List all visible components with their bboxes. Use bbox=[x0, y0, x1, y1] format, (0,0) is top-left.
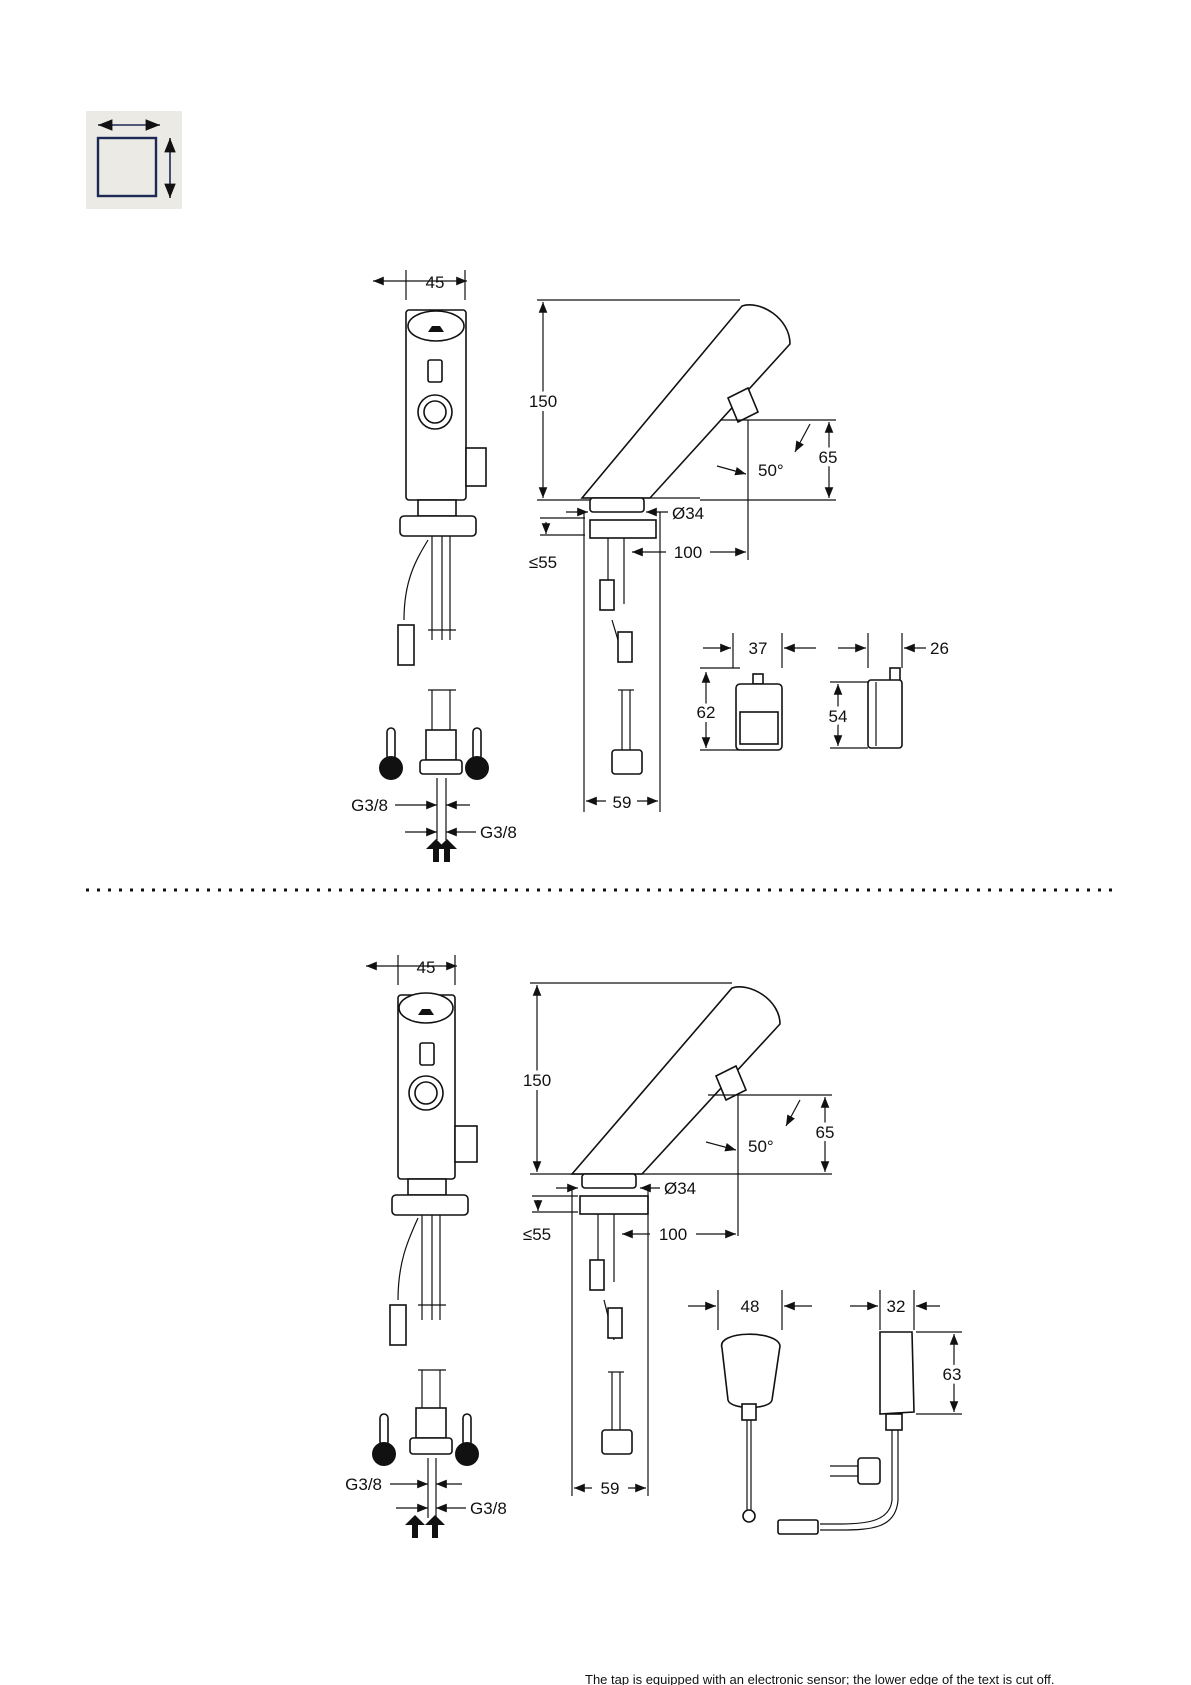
adapter-height-label: 63 bbox=[943, 1365, 962, 1384]
top-base-width-label: 59 bbox=[613, 793, 632, 812]
bottom-connection-right-label: G3/8 bbox=[470, 1499, 507, 1518]
bottom-front-view: 45 G3/8 G3/ bbox=[345, 955, 507, 1538]
power-adapter: 32 63 bbox=[778, 1290, 962, 1534]
cold-water-icon bbox=[455, 1414, 479, 1466]
dimensions-icon bbox=[86, 111, 182, 209]
bottom-reach-label: 100 bbox=[659, 1225, 687, 1244]
top-sensor-height-label: 65 bbox=[819, 448, 838, 467]
battery-side-height-label: 54 bbox=[829, 707, 848, 726]
bottom-front-width-label: 45 bbox=[417, 958, 436, 977]
hot-water-icon bbox=[372, 1414, 396, 1466]
bottom-height-label: 150 bbox=[523, 1071, 551, 1090]
adapter-width-label: 32 bbox=[887, 1297, 906, 1316]
bottom-max-thickness-label: ≤55 bbox=[523, 1225, 551, 1244]
bottom-base-diameter-label: Ø34 bbox=[664, 1179, 696, 1198]
top-sensor-angle-label: 50° bbox=[758, 461, 784, 480]
top-connection-left-label: G3/8 bbox=[351, 796, 388, 815]
bottom-side-view: 150 65 50° Ø34 ≤55 100 bbox=[523, 983, 835, 1498]
top-front-width-label: 45 bbox=[426, 273, 445, 292]
top-max-thickness-label: ≤55 bbox=[529, 553, 557, 572]
hot-water-icon bbox=[379, 728, 403, 780]
cold-water-icon bbox=[465, 728, 489, 780]
top-connection-right-label: G3/8 bbox=[480, 823, 517, 842]
footer-note: The tap is equipped with an electronic s… bbox=[585, 1672, 1185, 1685]
top-base-diameter-label: Ø34 bbox=[672, 504, 704, 523]
box-width-label: 48 bbox=[741, 1297, 760, 1316]
battery-box-side: 26 54 bbox=[829, 633, 949, 748]
battery-width-label: 37 bbox=[749, 639, 768, 658]
water-inlet-arrows-icon bbox=[426, 839, 457, 862]
top-reach-label: 100 bbox=[674, 543, 702, 562]
bottom-base-width-label: 59 bbox=[601, 1479, 620, 1498]
top-front-view: 45 G3/8 G3/ bbox=[351, 270, 517, 862]
bottom-sensor-height-label: 65 bbox=[816, 1123, 835, 1142]
top-side-view: 150 65 50° Ø34 ≤55 100 bbox=[529, 300, 838, 812]
bottom-connection-left-label: G3/8 bbox=[345, 1475, 382, 1494]
top-height-label: 150 bbox=[529, 392, 557, 411]
bottom-sensor-angle-label: 50° bbox=[748, 1137, 774, 1156]
battery-box-front: 37 62 bbox=[697, 633, 816, 750]
battery-depth-label: 26 bbox=[930, 639, 949, 658]
battery-height-label: 62 bbox=[697, 703, 716, 722]
control-box: 48 bbox=[688, 1290, 812, 1522]
water-inlet-arrows-icon bbox=[405, 1515, 445, 1538]
